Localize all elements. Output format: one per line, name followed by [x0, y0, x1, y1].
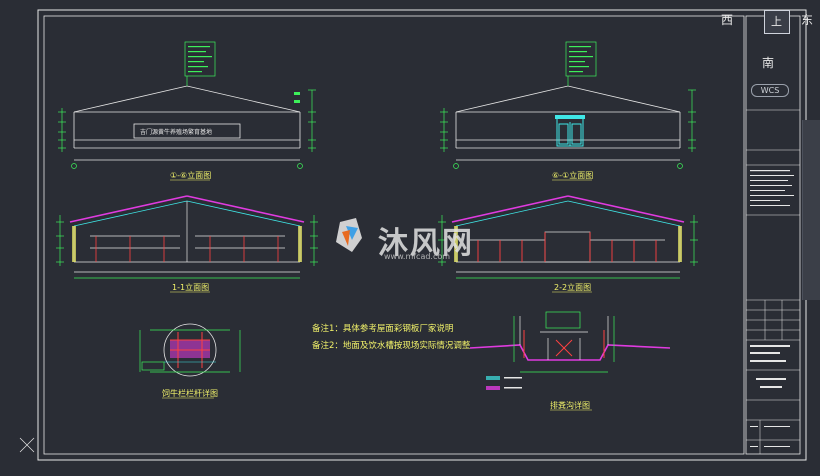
side-panel-tab[interactable] [802, 120, 820, 300]
watermark-url: www.mfcad.com [384, 252, 451, 261]
note-2: 备注2：地面及饮水槽按现场实际情况调整 [312, 341, 471, 351]
note-1: 备注1：具体参考屋面彩钢板厂家说明 [312, 324, 454, 334]
compass-top-label: 上 [771, 15, 782, 28]
compass-south[interactable]: 南 [762, 56, 775, 70]
section-1-title: 1-1立面图 [172, 283, 210, 292]
elevation-2-title: ⑥-①立面图 [552, 171, 594, 180]
fence-detail-title: 饲牛栏栏杆详图 [162, 389, 218, 398]
viewcube[interactable]: 上 [764, 10, 790, 34]
elevation-1-title: ①-⑥立面图 [170, 171, 212, 180]
watermark-brand: 沐风网 [378, 226, 474, 261]
trench-detail-title: 排粪沟详图 [550, 401, 590, 410]
wcs-dropdown[interactable]: WCS [751, 84, 789, 97]
section-2-title: 2-2立面图 [554, 283, 592, 292]
compass-west[interactable]: 西 [721, 13, 734, 27]
compass-east[interactable]: 东 [801, 13, 814, 27]
facade-banner-text: 吉门源黄牛养殖场繁育基地 [140, 129, 213, 136]
